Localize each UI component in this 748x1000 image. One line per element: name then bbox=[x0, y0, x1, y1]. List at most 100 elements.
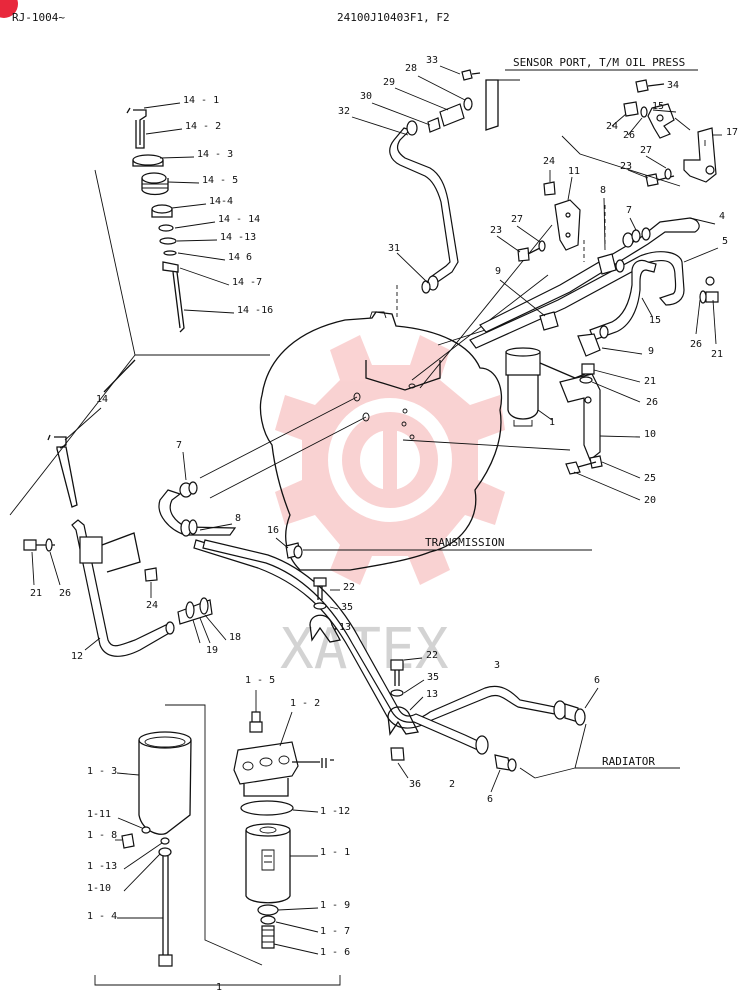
callout-label: 35 bbox=[341, 602, 353, 613]
callout-label: 9 bbox=[495, 266, 501, 277]
callout-label: 33 bbox=[426, 55, 438, 66]
header-model: RJ-1004~ bbox=[12, 11, 65, 24]
bracket-17 bbox=[683, 127, 717, 183]
callout-label: 14 - 3 bbox=[197, 149, 233, 160]
caption-transmission: TRANSMISSION bbox=[425, 536, 504, 549]
plug-1-8 bbox=[121, 833, 135, 849]
block-9-right bbox=[577, 325, 609, 357]
callout-label: 1 - 6 bbox=[320, 947, 350, 958]
pipe-7 bbox=[158, 481, 237, 536]
clamp-13-lower bbox=[387, 659, 419, 761]
callout-label: 24 bbox=[543, 156, 555, 167]
callout-label: 25 bbox=[644, 473, 656, 484]
callout-label: 14-4 bbox=[209, 196, 233, 207]
caption-sensor-port: SENSOR PORT, T/M OIL PRESS bbox=[513, 56, 685, 69]
caption-radiator: RADIATOR bbox=[602, 755, 655, 768]
callout-label: 13 bbox=[426, 689, 438, 700]
callout-label: 14 - 1 bbox=[183, 95, 219, 106]
dipstick-exploded bbox=[126, 107, 185, 333]
callout-label: 22 bbox=[343, 582, 355, 593]
callout-label: 9 bbox=[648, 346, 654, 357]
callout-label: 8 bbox=[235, 513, 241, 524]
pipe-15 bbox=[589, 259, 657, 341]
callout-label: 1 -13 bbox=[87, 861, 117, 872]
callout-label: 2 bbox=[449, 779, 455, 790]
fitting-16 bbox=[285, 542, 303, 559]
callout-label: 23 bbox=[490, 225, 502, 236]
callout-label: 1 bbox=[216, 982, 222, 993]
callout-label: 21 bbox=[644, 376, 656, 387]
fittings-18-19 bbox=[177, 597, 213, 625]
inline-filter-1 bbox=[505, 347, 586, 427]
callout-label: 35 bbox=[427, 672, 439, 683]
callout-label: 26 bbox=[59, 588, 71, 599]
center-bolt-1-4 bbox=[158, 856, 173, 967]
callout-label: 1 - 8 bbox=[87, 830, 117, 841]
callout-label: 1 - 1 bbox=[320, 847, 350, 858]
callout-label: 16 bbox=[267, 525, 279, 536]
o-ring-1-11 bbox=[141, 826, 151, 834]
filter-canister bbox=[138, 731, 192, 835]
callout-label: 1 -12 bbox=[320, 806, 350, 817]
callout-label: 18 bbox=[229, 632, 241, 643]
callout-label: 1 - 4 bbox=[87, 911, 117, 922]
washer-27-upper bbox=[664, 168, 672, 180]
washer-26-bracket bbox=[579, 376, 593, 384]
callout-label: 1 - 2 bbox=[290, 698, 320, 709]
callout-label: 11 bbox=[568, 166, 580, 177]
callout-label: 14 -13 bbox=[220, 232, 256, 243]
callout-label: 28 bbox=[405, 63, 417, 74]
callout-label: 14 -7 bbox=[232, 277, 262, 288]
fitting-6-lower bbox=[494, 754, 517, 772]
callout-label: 24 bbox=[146, 600, 158, 611]
callout-label: 14 bbox=[96, 394, 108, 405]
callout-label: 1 - 5 bbox=[245, 675, 275, 686]
watermark-logo bbox=[275, 335, 505, 585]
callout-label: 20 bbox=[644, 495, 656, 506]
callout-label: 13 bbox=[339, 622, 351, 633]
callout-label: 24 bbox=[606, 121, 618, 132]
sensor-port-fittings bbox=[427, 69, 499, 133]
dipstick-assembled bbox=[47, 434, 78, 508]
callout-label: 1 - 7 bbox=[320, 926, 350, 937]
corner-badge bbox=[0, 0, 18, 18]
callout-label: 1-10 bbox=[87, 883, 111, 894]
callout-label: 6 bbox=[594, 675, 600, 686]
bracket-10 bbox=[559, 373, 601, 461]
callout-label: 1 - 9 bbox=[320, 900, 350, 911]
callout-label: 15 bbox=[649, 315, 661, 326]
washer-26-left bbox=[45, 538, 53, 552]
callout-label: 5 bbox=[722, 236, 728, 247]
callout-label: 10 bbox=[644, 429, 656, 440]
washer-1-10 bbox=[158, 847, 172, 857]
washer-26-right bbox=[705, 276, 715, 286]
bracket-11 bbox=[554, 199, 581, 251]
callout-label: 14 - 14 bbox=[218, 214, 260, 225]
callout-label: 14 - 5 bbox=[202, 175, 238, 186]
callout-label: 19 bbox=[206, 645, 218, 656]
callout-label: 36 bbox=[409, 779, 421, 790]
callout-label: 29 bbox=[383, 77, 395, 88]
callout-label: 27 bbox=[640, 145, 652, 156]
callout-label: 14 -16 bbox=[237, 305, 273, 316]
washer-27-center bbox=[538, 240, 546, 252]
callout-label: 26 bbox=[623, 130, 635, 141]
callout-label: 14 6 bbox=[228, 252, 252, 263]
callout-label: 15 bbox=[652, 101, 664, 112]
bolt-34 bbox=[635, 79, 665, 93]
nut-24-center bbox=[543, 181, 556, 196]
callout-label: 30 bbox=[360, 91, 372, 102]
clamp-15-upper bbox=[647, 103, 675, 139]
callout-label: 1 - 3 bbox=[87, 766, 117, 777]
fitting-6-upper bbox=[564, 703, 586, 726]
filter-element-1-1 bbox=[245, 823, 291, 904]
pipe-4 bbox=[479, 217, 700, 333]
nut-24-upper bbox=[623, 101, 639, 117]
callout-label: 23 bbox=[620, 161, 632, 172]
seal-1-9 bbox=[257, 904, 279, 916]
o-ring-1-13 bbox=[160, 837, 170, 845]
callout-label: 21 bbox=[30, 588, 42, 599]
callout-label: 7 bbox=[626, 205, 632, 216]
filler-pipe bbox=[71, 519, 175, 657]
